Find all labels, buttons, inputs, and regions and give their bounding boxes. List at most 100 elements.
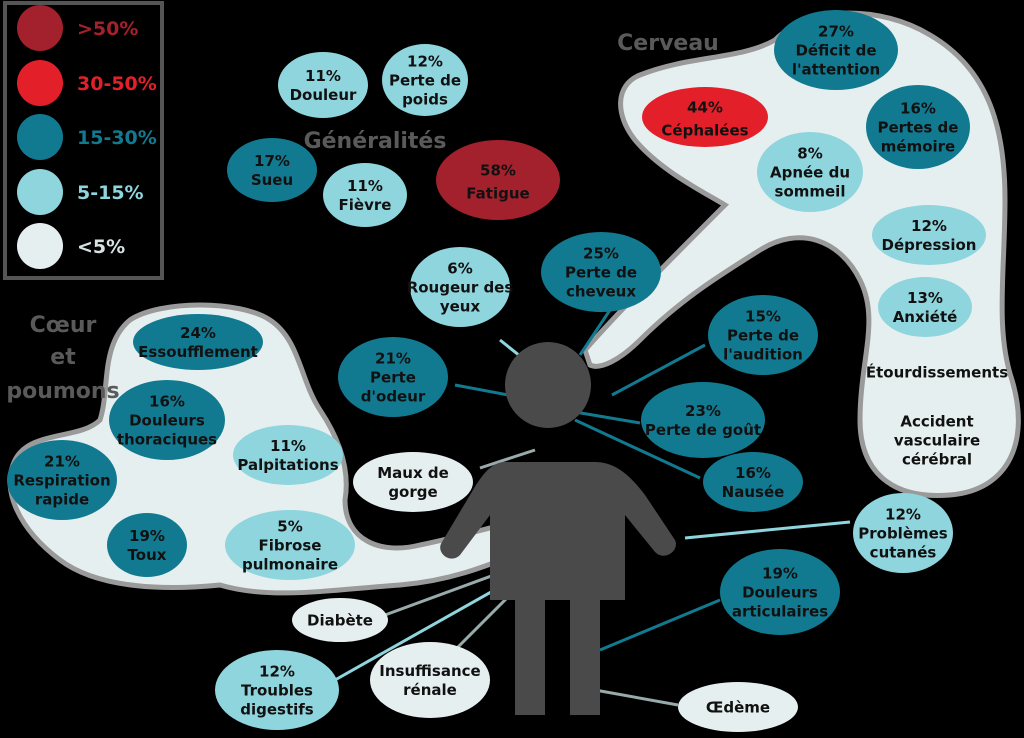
bubble-label: Sueu [251, 171, 293, 189]
bubble-label: Étourdissements [866, 362, 1008, 381]
bubble-label: Pertes de [878, 118, 959, 136]
bubble-percent: 12% [885, 505, 921, 523]
bubble-percent: 25% [583, 244, 619, 262]
bubble-percent: 16% [149, 392, 185, 410]
bubble-deficit: 27%Déficit del'attention [774, 10, 898, 90]
bubble-label: Nausée [722, 483, 785, 501]
bubble-shape [278, 52, 368, 118]
bubble-oedeme: Œdème [678, 682, 798, 732]
bubble-shape [708, 295, 818, 375]
bubble-shape [370, 642, 490, 718]
title-generalites: Généralités [304, 129, 447, 154]
bubble-label: d'odeur [361, 387, 426, 405]
bubble-shape [872, 205, 986, 265]
bubble-shape [541, 232, 661, 312]
title-et: et [50, 345, 76, 370]
bubble-shape [853, 493, 953, 573]
bubble-label: Perte de [565, 263, 637, 281]
bubble-label: rénale [403, 681, 457, 699]
legend-label: <5% [77, 236, 125, 258]
bubble-label: cheveux [566, 282, 636, 300]
bubble-label: Toux [128, 546, 167, 564]
legend-label: 5-15% [77, 182, 144, 204]
bubble-label: articulaires [732, 602, 828, 620]
bubble-label: Fièvre [339, 196, 392, 214]
bubble-label: Douleurs [742, 583, 818, 601]
bubble-label: digestifs [240, 700, 314, 718]
bubble-percent: 11% [270, 437, 306, 455]
bubble-sueu: 17%Sueu [227, 138, 317, 202]
bubble-percent: 23% [685, 402, 721, 420]
bubble-percent: 12% [407, 52, 443, 70]
legend-swatch-0 [17, 5, 63, 51]
bubble-shape [703, 452, 803, 512]
bubble-shape [227, 138, 317, 202]
bubble-shape [215, 650, 339, 730]
bubble-label: sommeil [775, 182, 846, 200]
bubble-label: Diabète [307, 611, 373, 629]
figure-head [505, 342, 591, 428]
bubble-percent: 12% [911, 217, 947, 235]
bubble-label: cutanés [870, 543, 937, 561]
bubble-shape [641, 382, 765, 458]
legend-swatch-4 [17, 223, 63, 269]
bubble-label: Essoufflement [138, 343, 258, 361]
title-cerveau: Cerveau [617, 31, 719, 56]
bubble-label: Perte de [389, 71, 461, 89]
legend-swatch-1 [17, 60, 63, 106]
bubble-shape [225, 510, 355, 580]
legend: >50% 30-50% 15-30% 5-15% <5% [17, 5, 157, 269]
bubble-etourdissements: Étourdissements [866, 362, 1008, 381]
bubble-label: yeux [440, 297, 481, 315]
bubble-anxiete: 13%Anxiété [878, 277, 972, 337]
legend-swatch-3 [17, 169, 63, 215]
bubble-label: pulmonaire [242, 555, 338, 573]
bubble-shape [642, 87, 768, 147]
bubble-label: Troubles [241, 681, 313, 699]
bubble-percent: 24% [180, 324, 216, 342]
legend-label: 15-30% [77, 127, 157, 149]
figure-body [440, 462, 676, 715]
bubble-label: Dépression [882, 236, 977, 254]
legend-label: >50% [77, 18, 138, 40]
bubble-percent: 21% [44, 452, 80, 470]
legend-swatch-2 [17, 114, 63, 160]
bubble-nausee: 16%Nausée [703, 452, 803, 512]
bubble-shape [133, 314, 263, 370]
bubble-label: Perte [370, 368, 416, 386]
bubble-essoufflement: 24%Essoufflement [133, 314, 263, 370]
bubble-shape [866, 85, 970, 169]
bubble-label: cérébral [902, 450, 972, 468]
bubble-label: Perte de [727, 326, 799, 344]
bubble-shape [878, 277, 972, 337]
bubble-label: vasculaire [894, 431, 980, 449]
bubble-shape [436, 140, 560, 220]
bubble-shape [353, 452, 473, 512]
bubble-shape [338, 337, 448, 417]
legend-label: 30-50% [77, 73, 157, 95]
title-coeur: Cœur [30, 313, 97, 338]
bubble-label: Insuffisance [379, 662, 480, 680]
bubble-depression: 12%Dépression [872, 205, 986, 265]
bubble-label: Perte de goût [645, 421, 761, 439]
bubble-percent: 5% [277, 517, 302, 535]
bubble-label: poids [402, 90, 448, 108]
bubble-diabete: Diabète [292, 598, 388, 642]
bubble-percent: 17% [254, 152, 290, 170]
bubble-shape [233, 425, 343, 485]
bubble-label: Douleurs [129, 411, 205, 429]
bubble-label: Apnée du [770, 163, 850, 181]
bubble-shape [720, 549, 840, 635]
bubble-palpitations: 11%Palpitations [233, 425, 343, 485]
bubble-shape [323, 163, 407, 227]
bubble-label: l'attention [792, 60, 880, 78]
bubble-label: Fatigue [466, 184, 529, 202]
